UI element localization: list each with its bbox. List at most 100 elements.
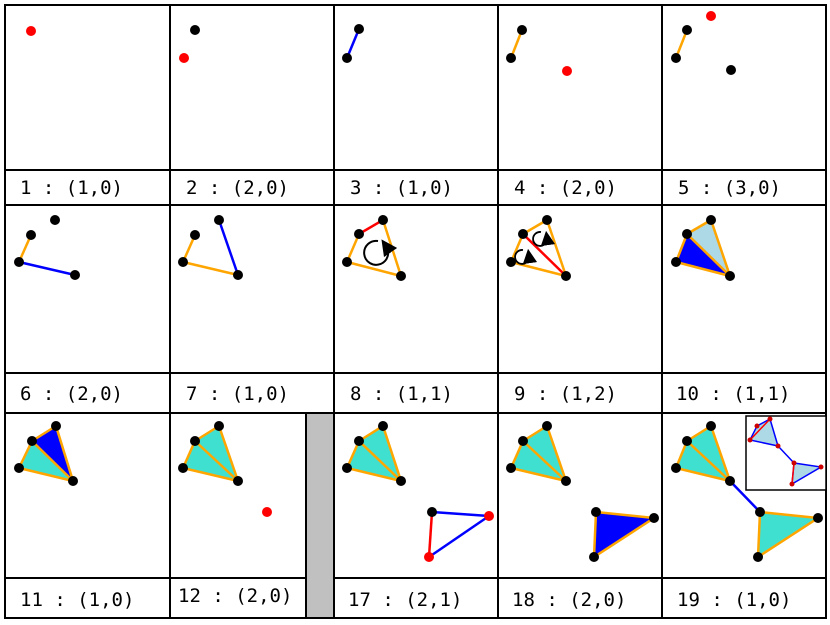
black-point	[682, 25, 692, 35]
panel-8: 8 : (1,1)	[333, 204, 499, 414]
panel-caption: 17 : (2,1)	[348, 589, 462, 611]
panel-11: 11 : (1,0)	[4, 412, 171, 619]
black-point	[591, 507, 601, 517]
panel-6: 6 : (2,0)	[4, 204, 171, 414]
black-point	[27, 436, 37, 446]
red-point	[562, 66, 572, 76]
black-point	[342, 257, 352, 267]
black-point	[51, 421, 61, 431]
panel-caption: 18 : (2,0)	[512, 589, 626, 611]
blue-edge	[18, 260, 76, 277]
black-point	[542, 215, 552, 225]
black-point	[214, 421, 224, 431]
cycle-arrow-icon	[363, 239, 398, 266]
black-point	[706, 215, 716, 225]
panel-19: 19 : (1,0)	[661, 412, 827, 619]
black-point	[70, 270, 80, 280]
black-point	[342, 53, 352, 63]
black-point	[561, 476, 571, 486]
panel-caption: 10 : (1,1)	[676, 383, 790, 405]
black-point	[233, 476, 243, 486]
black-point	[178, 257, 188, 267]
panel-caption: 8 : (1,1)	[350, 383, 453, 405]
panel-4: 4 : (2,0)	[497, 4, 663, 206]
blue-edge	[345, 28, 361, 59]
black-point	[682, 436, 692, 446]
red-point	[26, 26, 36, 36]
red-point	[179, 53, 189, 63]
black-point	[518, 436, 528, 446]
black-point	[726, 65, 736, 75]
blue-edge	[217, 219, 240, 276]
panel-caption: 19 : (1,0)	[677, 589, 791, 611]
panel-caption: 4 : (2,0)	[514, 177, 617, 199]
black-point	[649, 513, 659, 523]
panel-18: 18 : (2,0)	[497, 412, 663, 619]
cycle-arrow-icon	[532, 230, 556, 247]
black-point	[342, 463, 352, 473]
black-point	[26, 230, 36, 240]
black-point	[725, 476, 735, 486]
black-point	[50, 215, 60, 225]
light-face	[687, 220, 730, 276]
black-point	[682, 229, 692, 239]
red-point	[424, 552, 434, 562]
orange-edge	[674, 29, 689, 59]
black-point	[706, 421, 716, 431]
orange-edge	[545, 219, 568, 277]
black-point	[589, 552, 599, 562]
panel-caption: 11 : (1,0)	[20, 589, 134, 611]
panel-12: 12 : (2,0)	[169, 412, 307, 619]
black-point	[671, 257, 681, 267]
black-point	[813, 513, 823, 523]
black-point	[506, 463, 516, 473]
panel-17: 17 : (2,1)	[333, 412, 499, 619]
panel-caption: 12 : (2,0)	[178, 585, 292, 607]
orange-edge	[509, 233, 525, 263]
black-point	[190, 436, 200, 446]
orange-edge	[509, 29, 524, 59]
panel-9: 9 : (1,2)	[497, 204, 663, 414]
panel-2: 2 : (2,0)	[169, 4, 335, 206]
red-point	[484, 511, 494, 521]
black-point	[354, 229, 364, 239]
red-point	[706, 11, 716, 21]
panel-5: 5 : (3,0)	[661, 4, 827, 206]
red-edge	[522, 233, 567, 277]
black-point	[214, 215, 224, 225]
black-point	[517, 25, 527, 35]
panel-caption: 3 : (1,0)	[350, 177, 453, 199]
black-point	[14, 257, 24, 267]
orange-edge	[182, 260, 239, 277]
black-point	[506, 53, 516, 63]
panel-caption: 5 : (3,0)	[678, 177, 781, 199]
black-point	[753, 552, 763, 562]
black-point	[427, 507, 437, 517]
black-point	[725, 271, 735, 281]
black-point	[396, 476, 406, 486]
black-point	[14, 463, 24, 473]
black-point	[671, 463, 681, 473]
black-point	[542, 421, 552, 431]
panel-caption: 1 : (1,0)	[20, 177, 123, 199]
black-point	[506, 257, 516, 267]
panel-caption: 7 : (1,0)	[186, 383, 289, 405]
gap-bar	[305, 412, 335, 619]
black-point	[190, 230, 200, 240]
black-point	[190, 25, 200, 35]
black-point	[671, 53, 681, 63]
panel-caption: 9 : (1,2)	[514, 383, 617, 405]
black-point	[354, 24, 364, 34]
inset-diagram	[745, 415, 827, 491]
black-point	[233, 270, 243, 280]
panel-10: 10 : (1,1)	[661, 204, 827, 414]
panel-1: 1 : (1,0)	[4, 4, 171, 206]
black-point	[755, 507, 765, 517]
panel-caption: 2 : (2,0)	[186, 177, 289, 199]
black-point	[178, 463, 188, 473]
black-point	[396, 271, 406, 281]
black-point	[354, 436, 364, 446]
red-point	[262, 507, 272, 517]
black-point	[378, 421, 388, 431]
